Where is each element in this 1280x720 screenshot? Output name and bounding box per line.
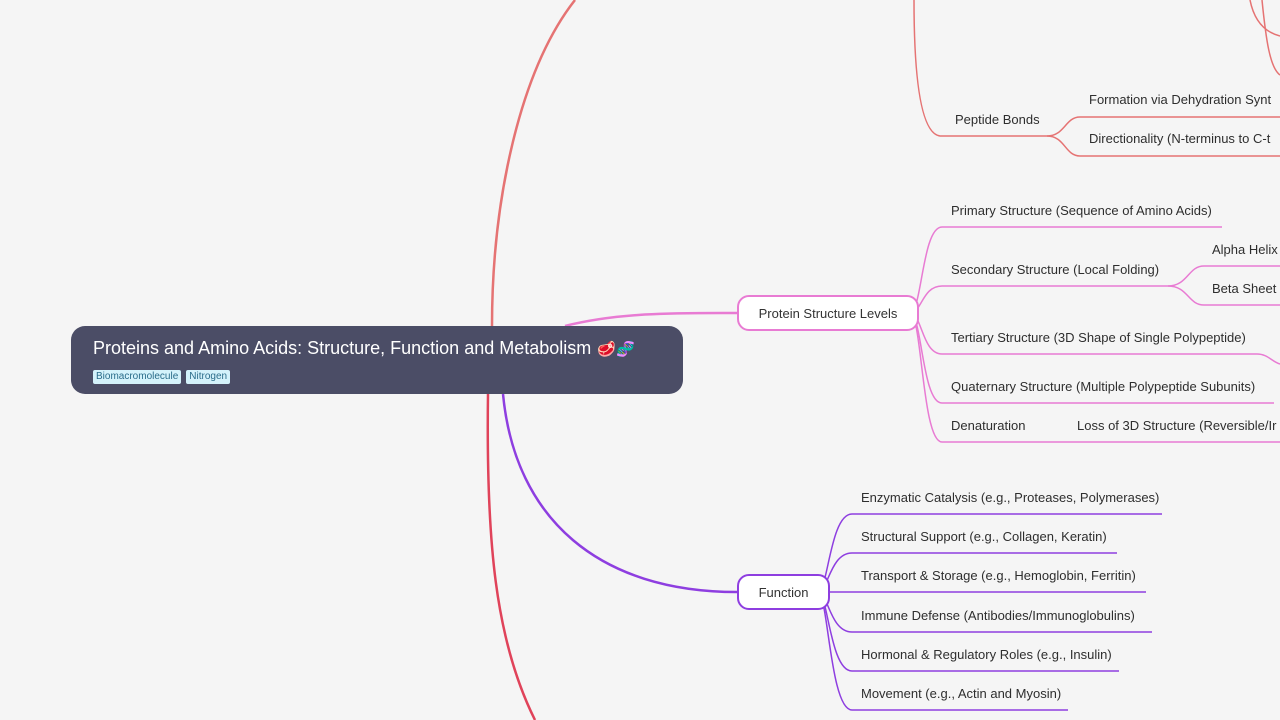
- node-peptide-bonds[interactable]: Peptide Bonds: [955, 112, 1040, 127]
- node-quaternary-structure[interactable]: Quaternary Structure (Multiple Polypepti…: [951, 379, 1256, 394]
- branch-protein-structure-levels[interactable]: Protein Structure Levels: [737, 295, 919, 331]
- node-transport-storage[interactable]: Transport & Storage (e.g., Hemoglobin, F…: [861, 568, 1136, 583]
- root-title: Proteins and Amino Acids: Structure, Fun…: [93, 338, 635, 358]
- node-denaturation[interactable]: Denaturation: [951, 418, 1026, 433]
- tag-nitrogen[interactable]: Nitrogen: [186, 370, 231, 384]
- node-tertiary-structure[interactable]: Tertiary Structure (3D Shape of Single P…: [951, 330, 1246, 345]
- node-structural-support[interactable]: Structural Support (e.g., Collagen, Kera…: [861, 529, 1107, 544]
- node-alpha-helix[interactable]: Alpha Helix: [1212, 242, 1278, 257]
- node-enzymatic-catalysis[interactable]: Enzymatic Catalysis (e.g., Proteases, Po…: [861, 490, 1160, 505]
- node-directionality[interactable]: Directionality (N-terminus to C-t: [1089, 131, 1271, 146]
- node-secondary-structure[interactable]: Secondary Structure (Local Folding): [951, 262, 1160, 277]
- node-immune-defense[interactable]: Immune Defense (Antibodies/Immunoglobuli…: [861, 608, 1135, 623]
- node-movement[interactable]: Movement (e.g., Actin and Myosin): [861, 686, 1062, 701]
- root-node[interactable]: Proteins and Amino Acids: Structure, Fun…: [71, 326, 683, 394]
- node-formation-dehydration[interactable]: Formation via Dehydration Synt: [1089, 92, 1272, 107]
- root-tags: Biomacromolecule Nitrogen: [93, 370, 661, 384]
- branch-function[interactable]: Function: [737, 574, 830, 610]
- node-loss-of-3d-structure[interactable]: Loss of 3D Structure (Reversible/Ir: [1077, 418, 1277, 433]
- node-beta-sheet[interactable]: Beta Sheet: [1212, 281, 1277, 296]
- tag-biomacromolecule[interactable]: Biomacromolecule: [93, 370, 182, 384]
- node-primary-structure[interactable]: Primary Structure (Sequence of Amino Aci…: [951, 203, 1212, 218]
- node-hormonal-regulatory[interactable]: Hormonal & Regulatory Roles (e.g., Insul…: [861, 647, 1112, 662]
- steak-dna-emoji-icon: 🥩🧬: [597, 341, 635, 358]
